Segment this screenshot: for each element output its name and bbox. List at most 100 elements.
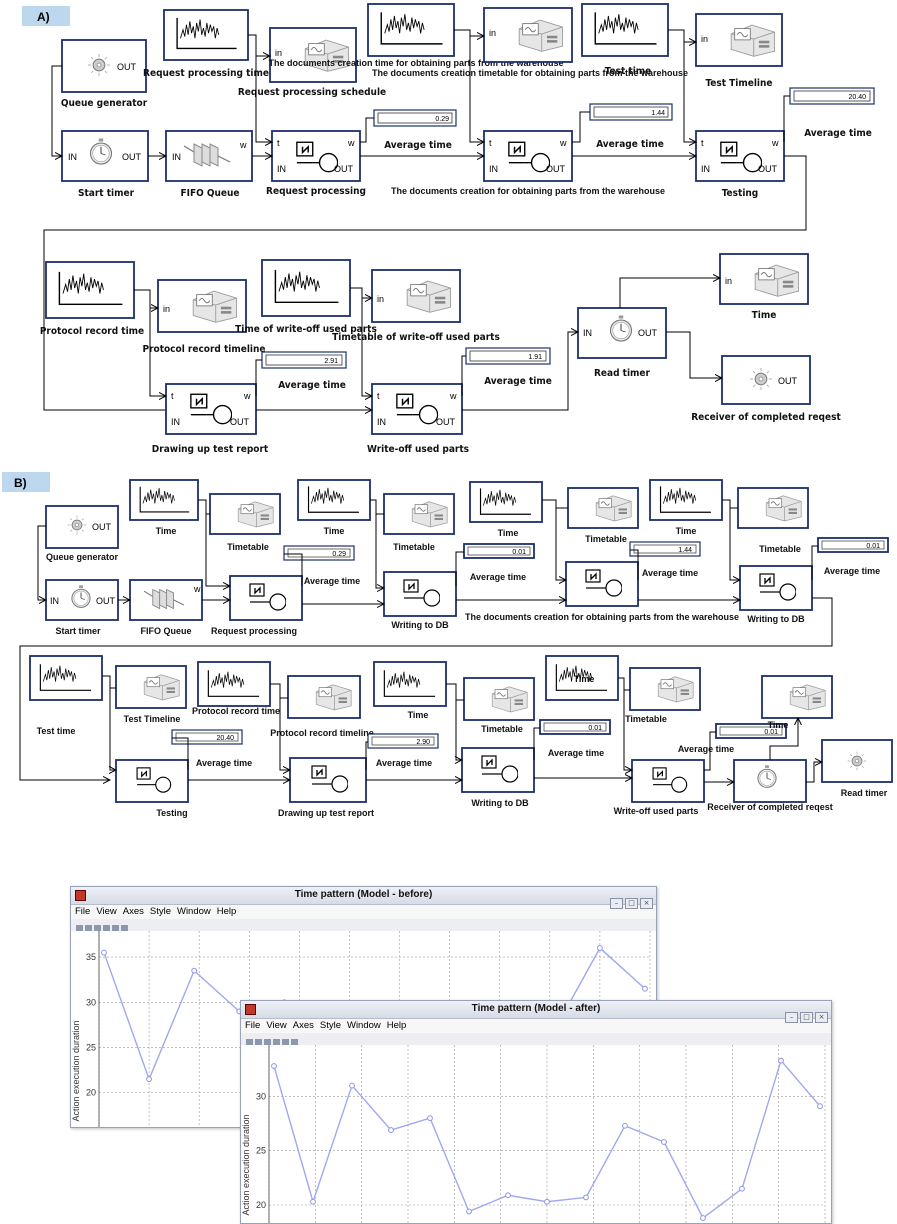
timetable-block[interactable] [383,493,455,535]
save-icon[interactable] [255,1039,262,1046]
writing-to-db-block[interactable] [739,565,813,611]
pan-icon[interactable] [291,1039,298,1046]
drawing-up-test-report-block[interactable]: t w IN OUT [165,383,257,435]
svg-text:IN: IN [172,152,181,162]
drawing-up-test-report-block[interactable] [289,757,367,803]
menu-style[interactable]: Style [149,906,171,917]
writing-to-db-block[interactable] [383,571,457,617]
test-time-plot[interactable] [29,655,103,701]
time-timeline-block[interactable] [761,675,833,719]
maximize-icon[interactable]: □ [800,1012,813,1023]
request-processing-time-plot[interactable] [163,9,249,61]
print-icon[interactable] [264,1039,271,1046]
time-of-writeoff-plot[interactable] [261,259,351,317]
minimize-icon[interactable]: – [610,898,623,909]
data-point [700,1215,706,1221]
request-processing-block[interactable] [229,575,303,621]
timetable-of-writeoff-block[interactable]: in [371,269,461,323]
timetable-block[interactable] [209,493,281,535]
time-plot[interactable] [649,479,723,521]
request-processing-schedule-block[interactable]: in [269,27,357,83]
menu-file[interactable]: File [245,1020,261,1031]
receiver-block[interactable] [733,759,807,803]
menu-view[interactable]: View [266,1020,287,1031]
window-titlebar[interactable]: Time pattern (Model - after) –□× [241,1001,831,1023]
time-timeline-block[interactable]: in [719,253,809,305]
start-timer-block[interactable]: IN OUT [45,579,119,621]
menu-help[interactable]: Help [216,906,237,917]
timetable-label: Timetable [585,534,627,544]
testing-label: Testing [156,808,187,818]
menu-file[interactable]: File [75,906,91,917]
start-timer-block[interactable]: IN OUT [61,130,149,182]
menu-help[interactable]: Help [386,1020,407,1031]
window-title: Time pattern (Model - after) [471,1003,601,1014]
read-timer-block[interactable]: IN OUT [577,307,667,359]
time-plot[interactable] [129,479,199,521]
fifo-queue-block[interactable]: w [129,579,203,621]
menu-axes[interactable]: Axes [292,1020,314,1031]
zoom-in-icon[interactable] [103,925,110,932]
timetable-block[interactable] [567,487,639,529]
documents-creation-block[interactable] [565,561,639,607]
test-time-plot[interactable] [581,3,669,57]
zoom-out-icon[interactable] [112,925,119,932]
new-icon[interactable] [76,925,83,932]
section-a-label: A) [37,10,50,24]
read-timer-block[interactable] [821,739,893,783]
menu-view[interactable]: View [96,906,117,917]
timetable-block[interactable] [737,487,809,529]
request-processing-block[interactable]: t w IN OUT [271,130,361,182]
new-icon[interactable] [246,1039,253,1046]
testing-block[interactable] [115,759,189,803]
menu-axes[interactable]: Axes [122,906,144,917]
documents-creation-label: The documents creation for obtaining par… [391,186,665,196]
zoom-out-icon[interactable] [282,1039,289,1046]
protocol-record-timeline-block[interactable]: in [157,279,247,333]
close-icon[interactable]: × [640,898,653,909]
timetable-block[interactable] [629,667,701,711]
minimize-icon[interactable]: – [785,1012,798,1023]
time-plot[interactable] [545,655,619,701]
documents-creation-block[interactable]: t w IN OUT [483,130,573,182]
menu-window[interactable]: Window [346,1020,381,1031]
time-plot[interactable] [373,661,447,707]
svg-text:IN: IN [277,164,286,174]
receiver-block[interactable]: OUT [721,355,811,405]
writeoff-used-parts-block[interactable]: t w IN OUT [371,383,463,435]
y-axis-label: Action execution duration [71,1020,81,1121]
queue-generator-block[interactable]: OUT [45,505,119,549]
svg-text:t: t [171,391,174,401]
average-time-label: Average time [804,128,872,139]
documents-creation-timetable-block[interactable]: in [483,7,573,63]
writeoff-used-parts-block[interactable] [631,759,705,803]
svg-text:OUT: OUT [546,164,566,174]
chart-window-after[interactable]: Time pattern (Model - after) –□× File Vie… [240,1000,832,1224]
zoom-in-icon[interactable] [273,1039,280,1046]
testing-block[interactable]: t w IN OUT [695,130,785,182]
average-time-value: 1.44 [678,547,692,554]
print-icon[interactable] [94,925,101,932]
timetable-block[interactable] [463,677,535,721]
queue-generator-label: Queue generator [61,98,148,109]
time-plot[interactable] [297,479,371,521]
test-timeline-block[interactable] [115,665,187,709]
y-tick-label: 20 [86,1088,96,1098]
protocol-record-time-plot[interactable] [197,661,271,707]
save-icon[interactable] [85,925,92,932]
protocol-record-timeline-block[interactable] [287,675,361,719]
documents-creation-time-plot[interactable] [367,3,455,57]
writing-to-db-block[interactable] [461,747,535,793]
test-timeline-block[interactable]: in [695,13,783,67]
data-point [388,1127,394,1133]
menu-window[interactable]: Window [176,906,211,917]
window-titlebar[interactable]: Time pattern (Model - before) –□× [71,887,656,909]
fifo-queue-block[interactable]: IN w [165,130,253,182]
time-plot[interactable] [469,481,543,523]
protocol-record-time-plot[interactable] [45,261,135,319]
queue-generator-block[interactable]: OUT [61,39,147,93]
pan-icon[interactable] [121,925,128,932]
menu-style[interactable]: Style [319,1020,341,1031]
maximize-icon[interactable]: □ [625,898,638,909]
close-icon[interactable]: × [815,1012,828,1023]
